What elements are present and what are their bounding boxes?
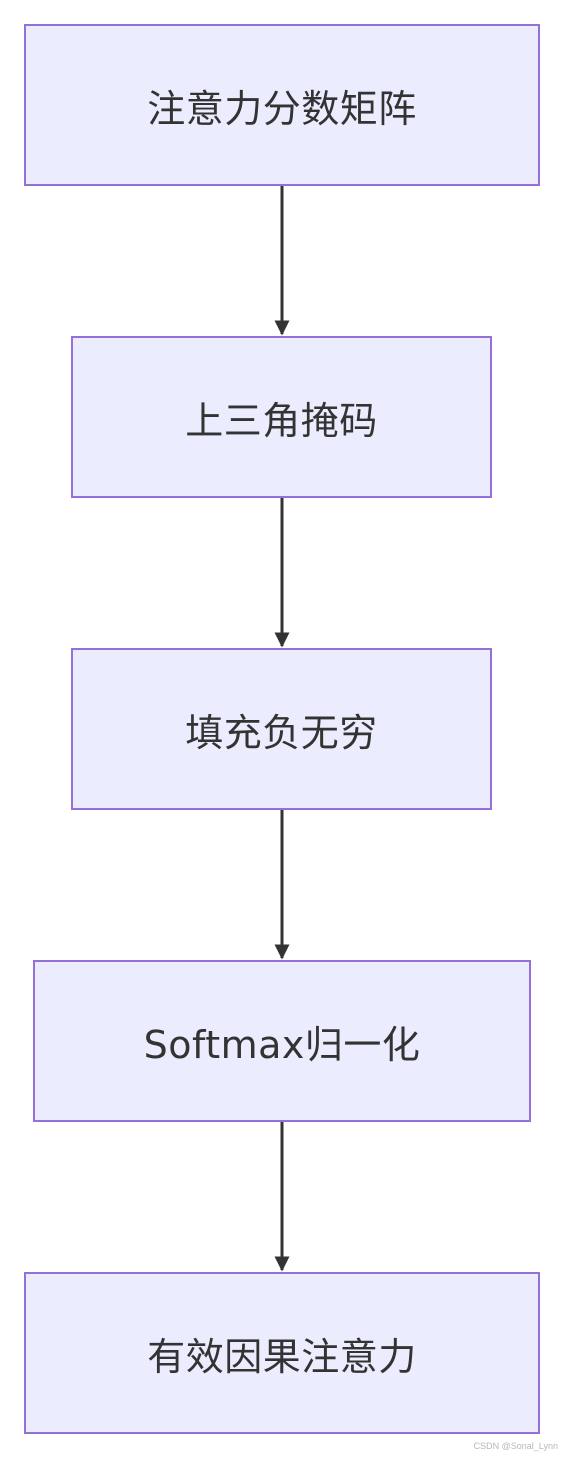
node-label: 注意力分数矩阵 [147,86,417,131]
node-fill-negative-infinity: 填充负无穷 [71,648,492,810]
node-label: 有效因果注意力 [147,1334,417,1379]
node-label: Softmax归一化 [143,1022,421,1067]
watermark: CSDN @Sonal_Lynn [473,1441,558,1451]
node-softmax-normalization: Softmax归一化 [33,960,531,1122]
node-label: 上三角掩码 [185,398,378,443]
node-effective-causal-attention: 有效因果注意力 [24,1272,540,1434]
node-attention-score-matrix: 注意力分数矩阵 [24,24,540,186]
node-label: 填充负无穷 [185,710,378,755]
node-upper-triangular-mask: 上三角掩码 [71,336,492,498]
